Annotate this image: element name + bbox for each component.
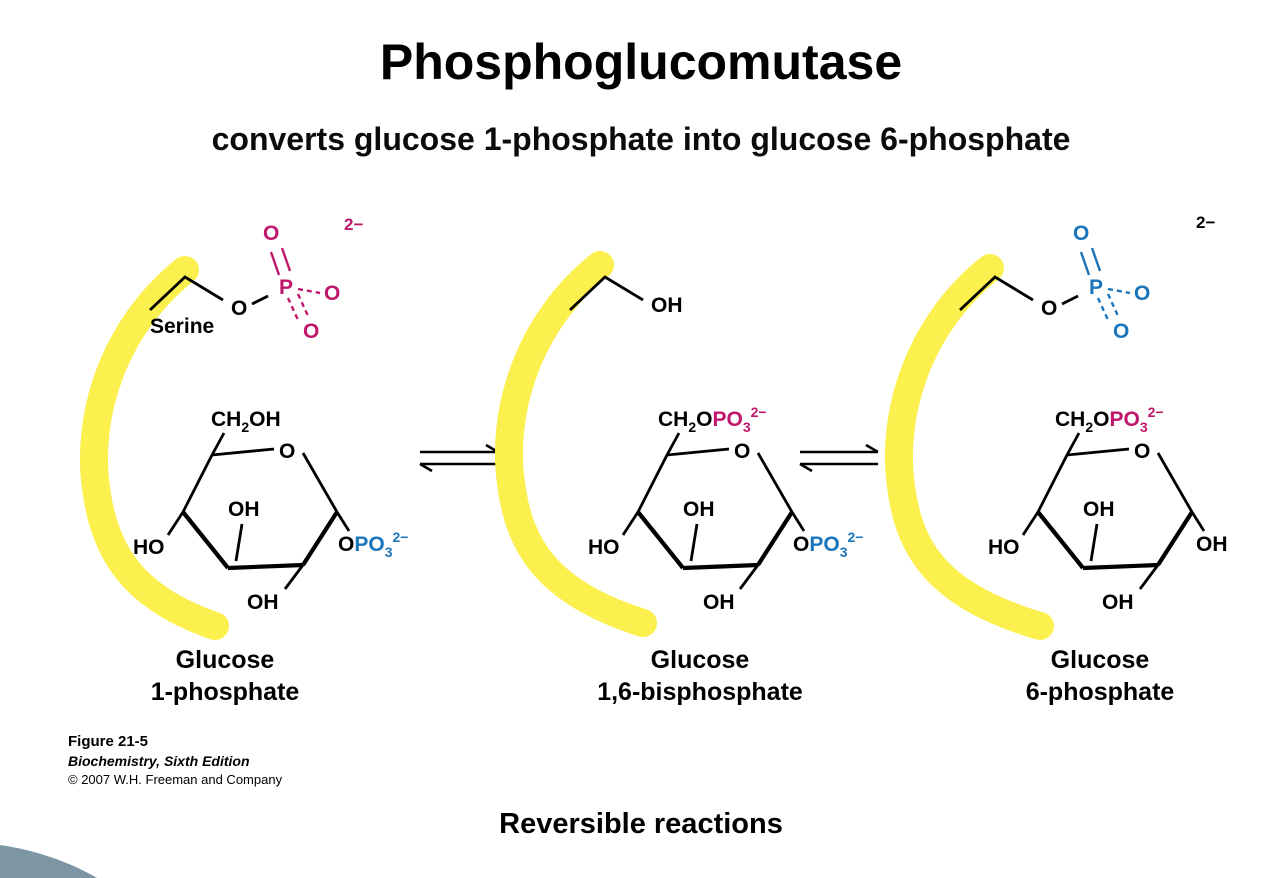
phosphate-oxygen-bottom-label: O — [1113, 320, 1129, 343]
ring-oxygen-label: O — [279, 440, 295, 463]
reaction-diagram: O P O O O 2− Serine O CH2OH OH — [79, 213, 1228, 706]
glucose-6-phosphate-molecule: O CH2OPO32− OH HO OH OH — [988, 404, 1228, 614]
molecule-name-line2: 1,6-bisphosphate — [597, 678, 803, 706]
molecule-name-line1: Glucose — [176, 646, 275, 674]
equilibrium-arrow-1 — [419, 443, 499, 473]
figure-number: Figure 21-5 — [68, 733, 149, 750]
glucose-16-bisphosphate-molecule: O CH2OPO32− OH HO OPO32− OH — [588, 404, 863, 614]
c6-group-label: CH2OH — [211, 408, 281, 435]
hydroxyl-label: HO — [133, 536, 165, 559]
equilibrium-arrow-2 — [799, 443, 879, 473]
corner-wedge-shape — [0, 845, 97, 878]
ester-oxygen-label: O — [1041, 297, 1057, 320]
serine-hydroxyl-group-2: OH — [569, 275, 683, 317]
serine-hydroxyl-label: OH — [651, 294, 683, 317]
hydroxyl-label: OH — [1102, 591, 1134, 614]
hydroxyl-label: OH — [228, 498, 260, 521]
molecule-name-3: Glucose 6-phosphate — [1026, 646, 1175, 706]
molecule-name-2: Glucose 1,6-bisphosphate — [597, 646, 803, 706]
hydroxyl-label: OH — [247, 591, 279, 614]
phosphate-oxygen-top-label: O — [1073, 222, 1089, 245]
slide-subtitle: converts glucose 1-phosphate into glucos… — [211, 121, 1071, 157]
phosphate-oxygen-right-label: O — [1134, 282, 1150, 305]
molecule-name-line1: Glucose — [1051, 646, 1150, 674]
phosphorus-label: P — [279, 276, 293, 299]
molecule-name-line1: Glucose — [651, 646, 750, 674]
enzyme-blob-3 — [884, 254, 1054, 640]
c1-phosphate-label: OPO32− — [338, 529, 408, 560]
phosphorus-label: P — [1089, 276, 1103, 299]
hydroxyl-label: OH — [683, 498, 715, 521]
hydroxyl-label: HO — [988, 536, 1020, 559]
enzyme-blob-2 — [494, 251, 657, 637]
slide-title: Phosphoglucomutase — [379, 34, 903, 90]
phosphate-oxygen-bottom-label: O — [303, 320, 319, 343]
molecule-name-line2: 1-phosphate — [151, 678, 300, 706]
ring-oxygen-label: O — [734, 440, 750, 463]
copyright-line: © 2007 W.H. Freeman and Company — [68, 772, 283, 788]
figure-credit: Figure 21-5 Biochemistry, Sixth Edition … — [68, 732, 282, 789]
corner-decoration — [0, 845, 97, 878]
hydroxyl-label: HO — [588, 536, 620, 559]
glucose-1-phosphate-molecule: O CH2OH OH HO OPO32− OH — [133, 408, 408, 614]
c6-phosphate-label: CH2OPO32− — [658, 404, 767, 435]
hydroxyl-label: OH — [703, 591, 735, 614]
ring-oxygen-label: O — [1134, 440, 1150, 463]
molecule-name-line2: 6-phosphate — [1026, 678, 1175, 706]
serine-phosphate-group-3: O P O O O 2− — [959, 213, 1215, 343]
enzyme-blob-1 — [79, 256, 229, 640]
c1-hydroxyl-label: OH — [1196, 533, 1228, 556]
phosphate-oxygen-right-label: O — [324, 282, 340, 305]
bottom-caption: Reversible reactions — [499, 808, 783, 840]
charge-label: 2− — [344, 215, 363, 234]
charge-label: 2− — [1196, 213, 1215, 232]
hydroxyl-label: OH — [1083, 498, 1115, 521]
ester-oxygen-label: O — [231, 297, 247, 320]
serine-phosphate-group-1: O P O O O 2− Serine — [149, 215, 363, 343]
molecule-name-1: Glucose 1-phosphate — [151, 646, 300, 706]
c6-phosphate-label: CH2OPO32− — [1055, 404, 1164, 435]
phosphate-oxygen-top-label: O — [263, 222, 279, 245]
book-title: Biochemistry, Sixth Edition — [68, 753, 250, 770]
c1-phosphate-label: OPO32− — [793, 529, 863, 560]
serine-label: Serine — [150, 315, 214, 338]
